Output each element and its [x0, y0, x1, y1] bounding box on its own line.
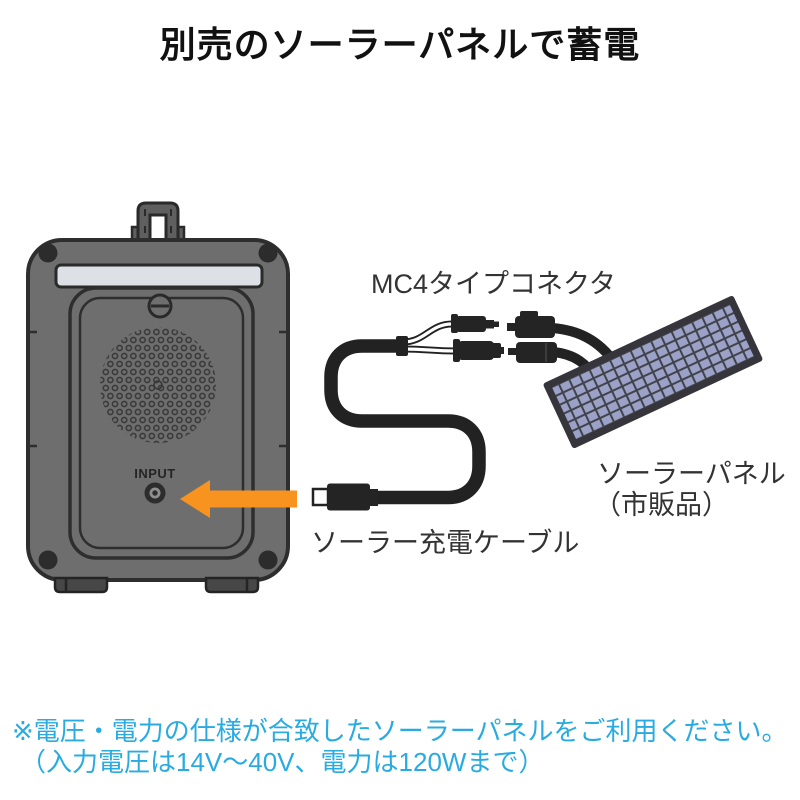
dc-plug — [311, 483, 378, 511]
charge-cable-label: ソーラー充電ケーブル — [311, 528, 579, 558]
input-port-label: INPUT — [134, 466, 176, 481]
carry-handle — [130, 201, 186, 242]
power-station-illustration: INPUT — [26, 201, 290, 594]
device-feet — [53, 576, 260, 594]
figure-title: 別売のソーラーパネルで蓄電 — [159, 24, 641, 65]
side-seam-notches — [28, 330, 288, 448]
front-panel-outline — [68, 286, 255, 560]
solar-charge-cable — [324, 339, 486, 505]
usage-note: ※電圧・電力の仕様が合致したソーラーパネルをご利用ください。 （入力電圧は14V… — [12, 716, 798, 778]
usage-note-line2: （入力電圧は14V～40V、電力は120Wまで） — [20, 747, 545, 777]
status-light-bar — [54, 263, 264, 289]
speaker-grille — [100, 327, 216, 443]
usage-note-line1: ※電圧・電力の仕様が合致したソーラーパネルをご利用ください。 — [12, 716, 788, 746]
mc4-connectors-cable-side — [451, 314, 504, 362]
charge-direction-arrow — [180, 480, 297, 518]
speaker-grille-center — [153, 380, 163, 390]
panel-screw — [147, 293, 173, 319]
mc4-connectors-panel-side — [507, 311, 557, 363]
solar-panel — [543, 295, 763, 449]
solar-panel-label-line2: （市販品） — [594, 490, 729, 520]
mc4-connector-label: MC4タイプコネクタ — [371, 269, 616, 299]
input-jack — [144, 482, 166, 504]
corner-screws — [38, 243, 278, 570]
solar-panel-label-line1: ソーラーパネル — [597, 459, 786, 489]
y-split-wires — [396, 320, 456, 356]
